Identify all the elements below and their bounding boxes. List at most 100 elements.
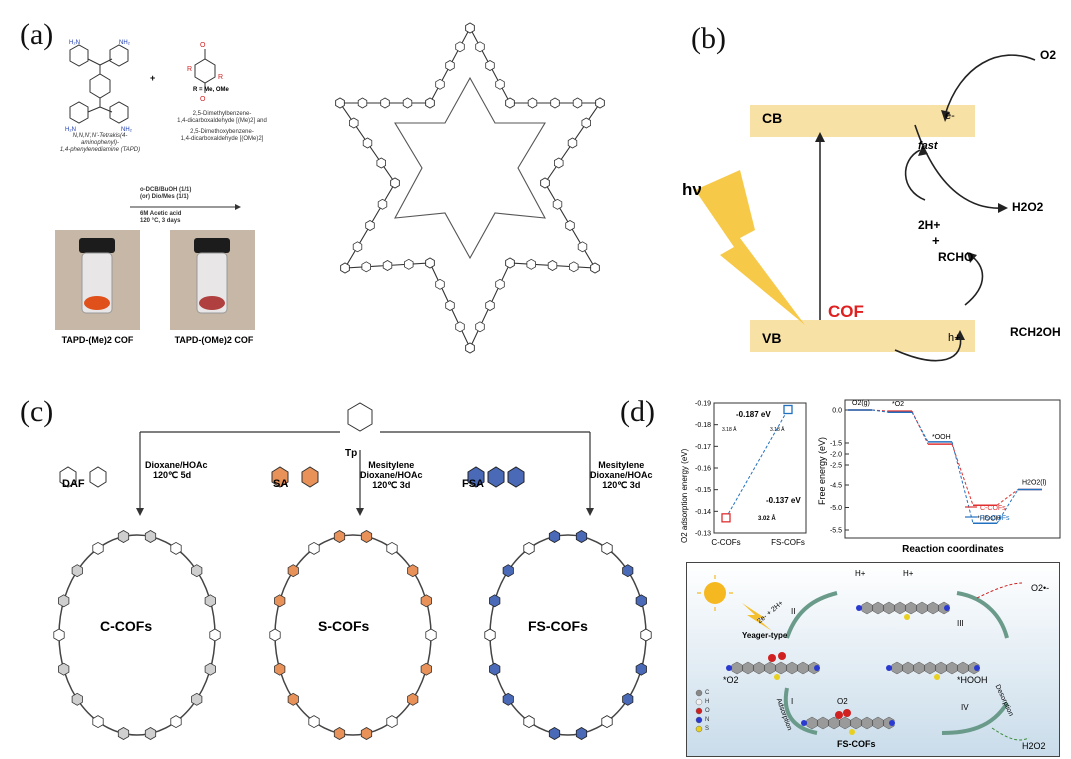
- fe-ytick: -5.0: [830, 505, 842, 512]
- aldehyde-line2: 1,4-dicarboxaldehyde [(Me)2] and: [177, 118, 267, 124]
- ads-point: [721, 513, 731, 523]
- framework-ring: [352, 241, 363, 253]
- framework-ring: [547, 260, 558, 271]
- mech-molecule-ring: [786, 661, 798, 675]
- svg-text:R: R: [187, 66, 192, 73]
- cof-ring-unit: [191, 564, 203, 578]
- cof-ring-unit: [386, 715, 398, 729]
- panel-label-c: (c): [20, 395, 54, 428]
- mech-molecule-ring: [817, 716, 829, 730]
- ads-ytick: -0.18: [695, 422, 711, 429]
- aldehyde-line1: 2,5-Dimethylbenzene-: [192, 111, 252, 117]
- framework-ring: [572, 97, 583, 109]
- ads-d2: 3.18 Å: [770, 426, 785, 433]
- mech-h2o2: H2O2: [1022, 741, 1046, 751]
- framework-ring: [565, 220, 575, 231]
- framework-ring: [495, 278, 505, 290]
- mech-molecule-ring: [891, 661, 903, 675]
- framework-ring: [553, 157, 564, 169]
- framework-ring: [357, 97, 368, 109]
- cof-ring-unit: [386, 541, 398, 555]
- mech-molecule-ring: [913, 661, 925, 675]
- cond-c3: Mesitylene Dioxane/HOAc 120℃ 3d: [590, 460, 653, 491]
- o2-label: O2: [1040, 48, 1057, 62]
- cof-ring-unit: [420, 594, 432, 608]
- cof-ring-unit: [484, 628, 496, 642]
- mech-molecule-ring: [861, 601, 873, 615]
- cof-ring-unit: [287, 564, 299, 578]
- cof-ring-unit: [58, 662, 70, 676]
- fe-ytick: -5.5: [830, 528, 842, 535]
- cof-ring-unit: [58, 594, 70, 608]
- framework-ring: [402, 97, 413, 109]
- vb-band: [750, 320, 975, 352]
- mechanism-diagram: [695, 575, 1030, 741]
- cof-ring-unit: [601, 541, 613, 555]
- mech-molecule-ring: [775, 661, 787, 675]
- ads-ytick: -0.19: [695, 401, 711, 408]
- framework-ring: [340, 262, 350, 274]
- cof-ring-unit: [407, 564, 419, 578]
- tp-label: Tp: [345, 448, 358, 459]
- framework-ring: [540, 177, 550, 189]
- atom-legend: C H O N S: [705, 689, 710, 734]
- cond-c2-line1: Mesitylene: [368, 460, 415, 470]
- rch2oh-label: RCH2OH: [1010, 325, 1061, 339]
- cond-c3-line1: Mesitylene: [598, 460, 645, 470]
- mech-step-4: IV: [961, 703, 969, 712]
- panel-label-d: (d): [620, 395, 655, 428]
- framework-ring: [485, 300, 495, 311]
- framework-ring: [485, 60, 495, 71]
- fe-ytick: -2.0: [830, 452, 842, 459]
- daf-linker: [59, 466, 107, 488]
- fe-connector: [996, 489, 1019, 506]
- ads-ytick: -0.15: [695, 487, 711, 494]
- mech-step-1: I: [791, 697, 794, 706]
- atom-s: S: [705, 726, 710, 732]
- mech-h2: H+: [903, 569, 914, 578]
- plus-sign: +: [150, 73, 156, 83]
- cof-ring-unit: [170, 715, 182, 729]
- fe-connector: [871, 409, 889, 413]
- svg-text:O: O: [200, 96, 206, 103]
- fe-connector: [951, 441, 974, 524]
- atom-h: H: [705, 699, 710, 705]
- fe-ytick: -1.5: [830, 441, 842, 448]
- cof-ring-unit: [191, 692, 203, 706]
- vial-ome-label: TAPD-(OMe)2 COF: [174, 335, 254, 345]
- fe-legend-c: C-COFs: [980, 505, 1006, 512]
- aldehyde-line4: 1,4-dicarboxaldehyde [(OMe)2]: [180, 136, 264, 142]
- framework-ring: [390, 177, 400, 189]
- mech-molecule-ring: [839, 716, 851, 730]
- framework-ring: [590, 262, 600, 274]
- framework-ring: [425, 257, 435, 269]
- fe-connector: [996, 489, 1019, 524]
- cond-top-1: o-DCB/BuOH (1/1): [140, 187, 192, 193]
- ads-ytick: -0.16: [695, 466, 711, 473]
- cof-ring-unit: [489, 594, 501, 608]
- fe-state-label: H2O2(l): [1022, 480, 1047, 487]
- framework-ring: [550, 97, 560, 109]
- cof-ring-unit: [502, 564, 514, 578]
- cof-ring-unit: [287, 692, 299, 706]
- framework-ring: [445, 300, 455, 311]
- fe-ylabel: Free energy (eV): [817, 437, 827, 505]
- mech-molecule-ring: [742, 661, 754, 675]
- mech-hooh: *HOOH: [957, 675, 988, 685]
- cof-ring-unit: [204, 594, 216, 608]
- s-cofs-label: S-COFs: [318, 618, 370, 634]
- sa-linker: [271, 466, 319, 488]
- framework-ring: [376, 157, 386, 169]
- light-bolt: [695, 170, 805, 325]
- framework-ring: [581, 117, 592, 129]
- framework-ring: [505, 97, 515, 109]
- cof-ring-unit: [635, 594, 647, 608]
- fe-legend-fs: FS-COFs: [980, 515, 1010, 522]
- svg-text:H₂N: H₂N: [69, 40, 80, 46]
- cof-ring-unit: [71, 692, 83, 706]
- ads-ylabel: O2 adsorption energy (eV): [680, 448, 689, 543]
- framework-ring: [335, 97, 345, 109]
- cof-ring-unit: [53, 628, 65, 642]
